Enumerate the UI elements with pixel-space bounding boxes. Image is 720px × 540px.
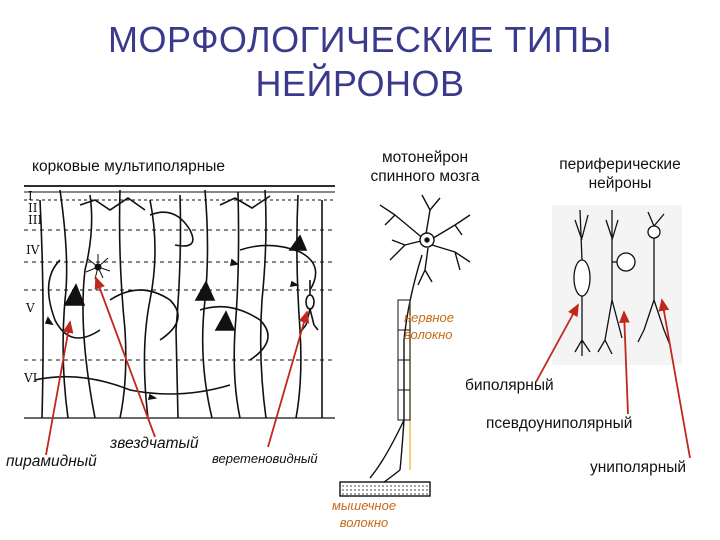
muscle-fiber-label-line-2: волокно — [339, 515, 389, 530]
cortex-panel — [24, 185, 335, 419]
muscle-fiber-label: мышечное волокно — [324, 497, 404, 531]
arrow-pyramidal — [45, 320, 74, 456]
title-line-2: НЕЙРОНОВ — [255, 63, 465, 104]
layer-label-5: V — [25, 301, 35, 315]
pyramidal-label: пирамидный — [6, 453, 97, 470]
arrow-bipolar — [535, 303, 579, 383]
arrow-fusiform — [267, 310, 310, 448]
arrow-stellate — [94, 276, 156, 438]
fusiform-label: веретеновидный — [212, 451, 318, 466]
pseudounipolar-label: псевдоуниполярный — [486, 415, 633, 432]
muscle-fiber-label-line-1: мышечное — [331, 498, 397, 513]
peripheral-label-line-1: периферические — [559, 156, 681, 173]
arrow-pseudounipolar — [619, 310, 630, 415]
layer-label-4: IV — [26, 243, 40, 257]
peripheral-label: периферические нейроны — [535, 155, 705, 193]
motoneuron-label-line-2: спинного мозга — [370, 168, 480, 185]
motoneuron-label: мотонейрон спинного мозга — [350, 148, 500, 186]
layer-label-2: II — [28, 201, 38, 215]
page-title: МОРФОЛОГИЧЕСКИЕ ТИПЫ НЕЙРОНОВ — [0, 18, 720, 106]
arrow-unipolar — [658, 298, 691, 459]
motoneuron-label-line-1: мотонейрон — [381, 149, 469, 166]
layer-label-1: I — [28, 189, 33, 203]
pointer-arrows — [45, 276, 691, 459]
stellate-label: звездчатый — [110, 435, 199, 452]
layer-label-6: VI — [23, 371, 38, 385]
nerve-fiber-label-line-2: волокно — [404, 327, 453, 342]
layer-label-3: III — [28, 213, 42, 227]
peripheral-panel — [552, 205, 682, 365]
cortical-label: корковые мультиполярные — [32, 158, 226, 175]
nerve-fiber-label: нервное волокно — [404, 309, 454, 343]
nerve-fiber-label-line-1: нервное — [404, 310, 455, 325]
bipolar-label: биполярный — [465, 377, 554, 394]
cortex-layer-numerals: I II III IV V VI — [23, 189, 42, 385]
motoneuron — [339, 194, 471, 497]
peripheral-label-line-2: нейроны — [588, 175, 652, 192]
title-line-1: МОРФОЛОГИЧЕСКИЕ ТИПЫ — [107, 19, 613, 60]
unipolar-label: униполярный — [590, 459, 687, 476]
